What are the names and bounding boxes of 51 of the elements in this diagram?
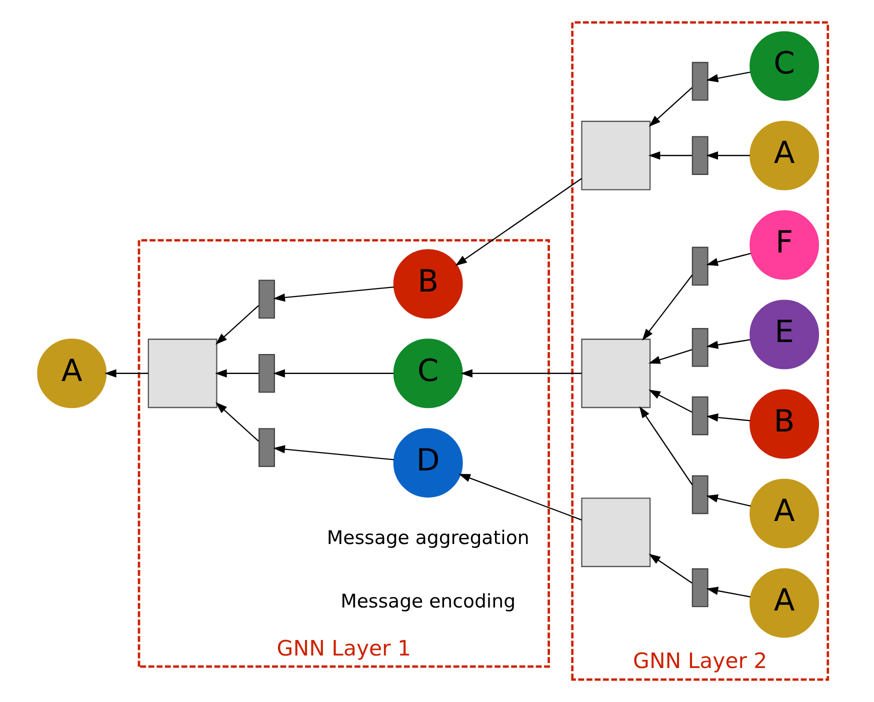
arrow <box>648 349 692 364</box>
arrow <box>638 406 692 486</box>
arrow <box>706 72 750 82</box>
arrow <box>648 87 692 127</box>
node-circle: E <box>749 300 819 370</box>
arrow <box>648 151 692 160</box>
arrow <box>706 252 750 266</box>
node-bar <box>691 475 708 514</box>
label: Message encoding <box>340 591 516 612</box>
arrow <box>460 369 582 378</box>
arrow <box>648 390 692 413</box>
node-circle: F <box>749 210 819 280</box>
node-circle: D <box>392 428 462 498</box>
node-circle: C <box>749 31 819 101</box>
node-bar <box>691 246 708 286</box>
node-circle: A <box>36 338 106 408</box>
node-bar <box>691 396 708 436</box>
node-bar <box>691 328 708 367</box>
node-circle: A <box>749 120 819 190</box>
node-circle: A <box>749 568 819 638</box>
arrow <box>214 402 258 442</box>
node-bar <box>691 62 708 101</box>
node-box <box>580 338 650 408</box>
node-bar <box>258 428 274 467</box>
node-circle: B <box>749 389 819 459</box>
node-circle: C <box>392 338 462 408</box>
arrow <box>104 369 148 378</box>
node-circle: A <box>749 478 819 548</box>
arrow <box>642 274 692 341</box>
node-box <box>147 338 217 408</box>
arrow <box>706 413 750 422</box>
arrow <box>454 178 582 266</box>
node-bar <box>258 354 274 393</box>
arrow <box>272 286 394 302</box>
arrow <box>214 369 258 378</box>
node-circle: B <box>392 249 462 319</box>
label: Message aggregation <box>326 528 529 549</box>
node-box <box>580 120 650 190</box>
arrow <box>272 445 394 460</box>
arrow <box>648 554 692 584</box>
arrow <box>272 369 394 378</box>
node-bar <box>691 568 708 608</box>
arrow <box>706 339 750 349</box>
arrow <box>706 151 750 160</box>
arrow <box>458 474 582 520</box>
node-box <box>580 498 650 568</box>
node-bar <box>691 136 708 175</box>
arrow <box>706 494 750 507</box>
node-bar <box>258 280 274 319</box>
arrow <box>706 586 750 598</box>
arrow <box>214 305 258 345</box>
